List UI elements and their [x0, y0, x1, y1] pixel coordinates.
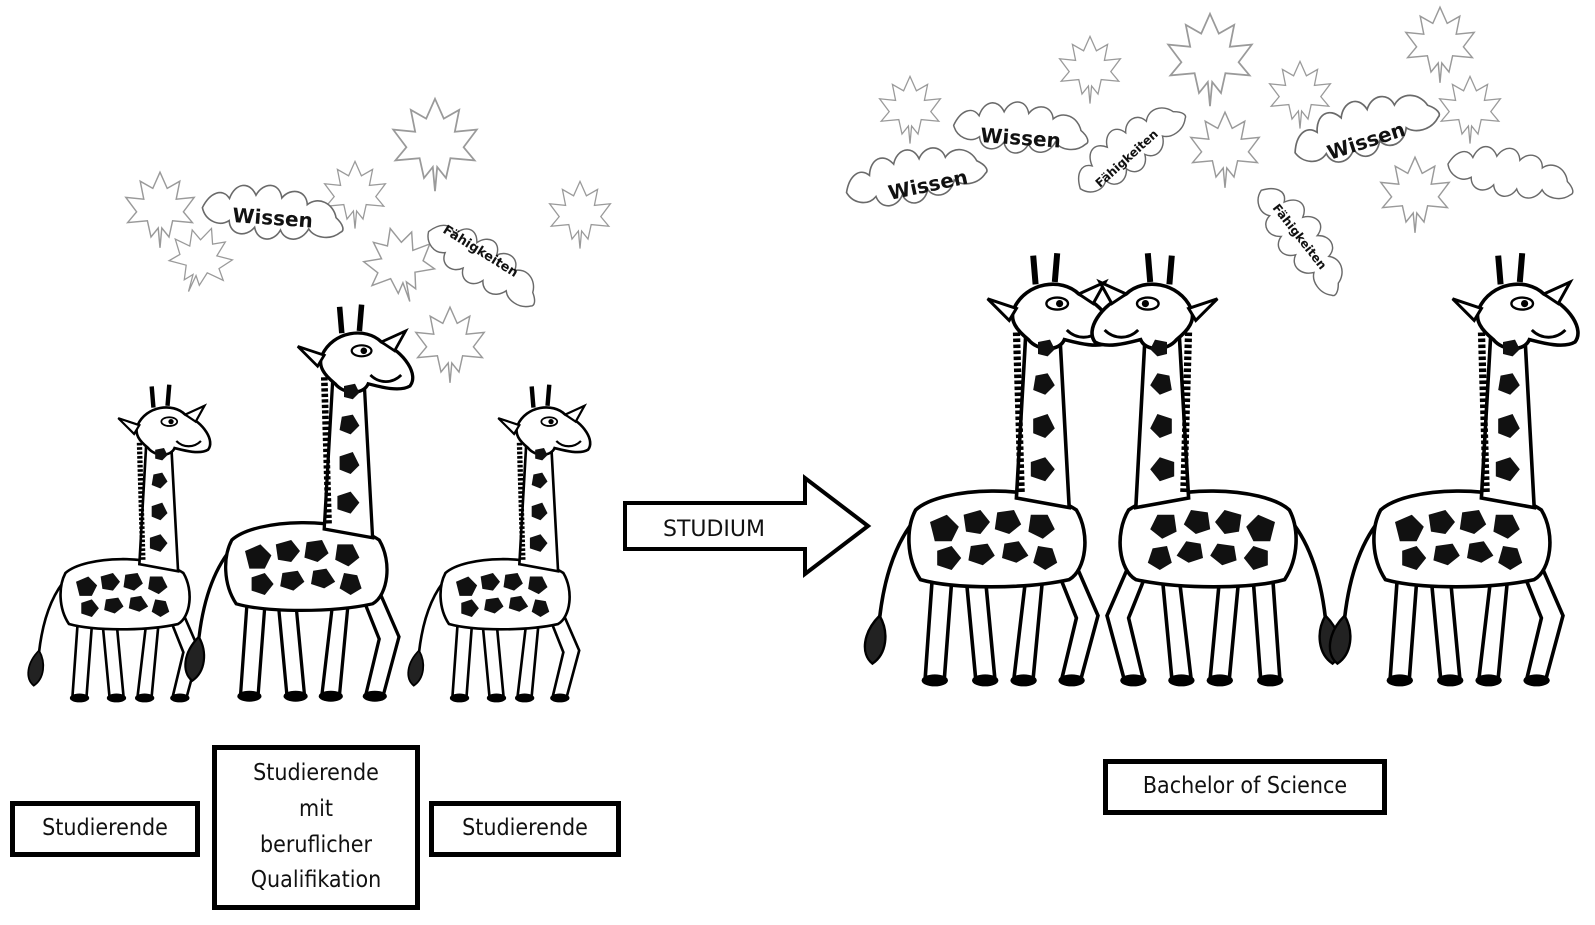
leaf-label-wissen: Wissen — [980, 123, 1062, 153]
label-box-bachelor: Bachelor of Science — [1103, 759, 1387, 815]
label-box-studierende-left: Studierende — [10, 801, 200, 857]
maple-leaf-icon — [1438, 75, 1502, 145]
label-text: Bachelor of Science — [1142, 773, 1348, 800]
giraffe-tall-middle — [185, 305, 412, 702]
right-leaf-cluster — [839, 6, 1580, 306]
maple-leaf-icon — [1167, 12, 1253, 108]
label-text: Studierende — [42, 815, 168, 842]
label-box-studierende-beruflich: Studierende mit beruflicher Qualifikatio… — [212, 745, 420, 910]
label-text: Studierende mit beruflicher Qualifikatio… — [250, 760, 382, 894]
maple-leaf-icon — [1190, 111, 1260, 189]
oak-leaf-icon — [416, 208, 552, 319]
maple-leaf-icon — [1058, 35, 1122, 105]
maple-leaf-icon — [548, 180, 612, 250]
giraffe-graduate-middle-highlighted — [1092, 253, 1340, 686]
maple-leaf-icon — [415, 306, 485, 384]
maple-leaf-icon — [1380, 156, 1450, 234]
label-box-studierende-right: Studierende — [429, 801, 621, 857]
studium-arrow — [623, 473, 872, 579]
maple-leaf-icon — [1405, 6, 1475, 84]
label-text: Studierende — [462, 815, 588, 842]
oak-leaf-icon — [1443, 137, 1580, 209]
giraffe-small-right — [408, 385, 590, 703]
giraffe-small-left — [28, 385, 210, 703]
giraffe-graduate-right — [1330, 253, 1578, 686]
maple-leaf-icon — [159, 217, 241, 303]
arrow-label: STUDIUM — [663, 517, 765, 542]
maple-leaf-icon — [125, 171, 195, 249]
leaf-label-wissen: Wissen — [232, 203, 314, 233]
giraffe-graduate-left — [865, 253, 1113, 686]
maple-leaf-icon — [392, 97, 478, 193]
maple-leaf-icon — [878, 75, 942, 145]
